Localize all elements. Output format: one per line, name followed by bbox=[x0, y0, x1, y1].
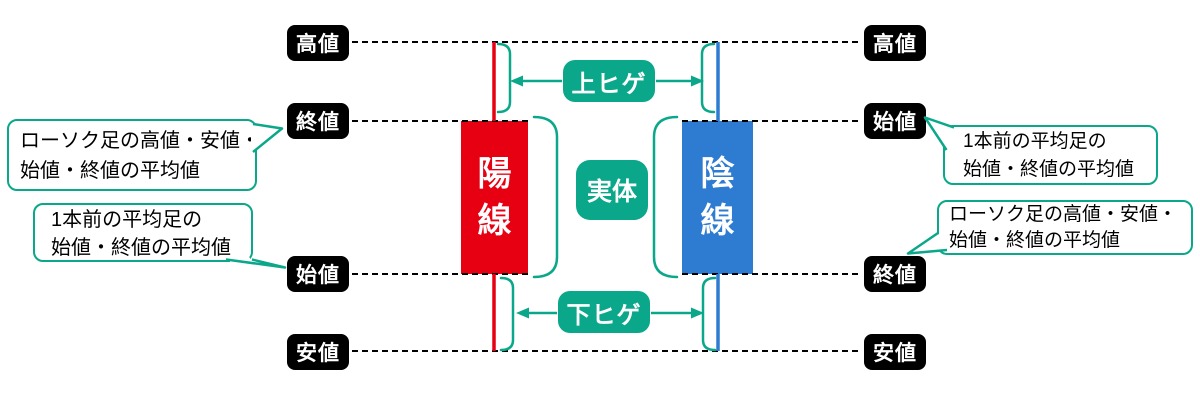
right-close-badge: 終値 bbox=[864, 256, 926, 292]
bearish-lower-wick-bracket bbox=[701, 276, 717, 352]
upper-wick-left-arrowhead bbox=[510, 75, 523, 87]
left-close-badge: 終値 bbox=[287, 103, 349, 139]
callout-line: ローソク足の高値・安値・ bbox=[949, 204, 1178, 225]
callout-right-top: 1本前の平均足の 始値・終値の平均値 bbox=[943, 125, 1158, 185]
bullish-body-bracket bbox=[532, 115, 559, 279]
bearish-candle-body: 陰線 bbox=[682, 121, 753, 274]
callout-line: 1本前の平均足の bbox=[963, 131, 1107, 152]
left-open-badge: 始値 bbox=[287, 256, 349, 292]
upper-wick-badge: 上ヒゲ bbox=[563, 60, 655, 102]
callout-left-bottom: 1本前の平均足の 始値・終値の平均値 bbox=[33, 203, 253, 262]
callout-line: 1本前の平均足の bbox=[51, 209, 203, 231]
right-low-badge: 安値 bbox=[864, 334, 926, 370]
bullish-lower-wick-bracket bbox=[499, 276, 515, 352]
body-badge: 実体 bbox=[576, 160, 648, 220]
right-open-badge: 始値 bbox=[864, 103, 926, 139]
right-high-badge: 高値 bbox=[864, 25, 926, 61]
callout-line: 始値・終値の平均値 bbox=[20, 160, 200, 182]
callout-line: 始値・終値の平均値 bbox=[51, 237, 231, 259]
bullish-candle-label: 陽線 bbox=[477, 154, 512, 240]
callout-line: 始値・終値の平均値 bbox=[963, 159, 1135, 180]
callout-left-top: ローソク足の高値・安値・ 始値・終値の平均値 bbox=[7, 119, 260, 191]
left-high-badge: 高値 bbox=[287, 25, 349, 61]
bullish-candle-body: 陽線 bbox=[461, 121, 528, 274]
bullish-upper-wick-bracket bbox=[496, 42, 512, 114]
callout-line: ローソク足の高値・安値・ bbox=[20, 130, 260, 152]
callout-right-bottom: ローソク足の高値・安値・ 始値・終値の平均値 bbox=[937, 200, 1193, 255]
bearish-body-bracket bbox=[652, 115, 679, 279]
bearish-upper-wick-bracket bbox=[700, 42, 716, 114]
left-low-badge: 安値 bbox=[287, 334, 349, 370]
lower-wick-badge: 下ヒゲ bbox=[558, 291, 650, 333]
lower-wick-right-arrowhead bbox=[691, 307, 704, 319]
lower-wick-left-arrowhead bbox=[516, 307, 529, 319]
upper-wick-right-arrowhead bbox=[691, 75, 704, 87]
callout-line: 始値・終値の平均値 bbox=[949, 230, 1121, 251]
bearish-candle-label: 陰線 bbox=[700, 154, 735, 240]
